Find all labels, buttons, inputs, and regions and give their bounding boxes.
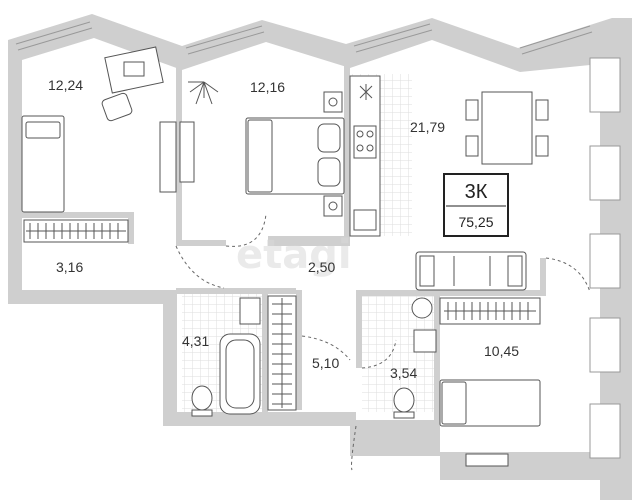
badge-total-area: 75,25 [458, 214, 493, 230]
area-label-kitchen-living: 21,79 [410, 119, 445, 135]
area-label-hallway: 2,50 [308, 259, 335, 275]
windows-right [589, 57, 621, 459]
area-label-wardrobe: 3,16 [56, 259, 83, 275]
area-label-bathroom: 4,31 [182, 333, 209, 349]
bathroom-fixtures [191, 295, 297, 417]
kitchen-counter [349, 75, 381, 237]
wardrobe-hangers-right [444, 302, 536, 320]
furniture-bedroom-middle [245, 91, 345, 217]
door-swings [175, 213, 591, 471]
area-label-toilet: 3,54 [390, 365, 417, 381]
dining-table [465, 91, 549, 165]
area-label-bedroom-right: 10,45 [484, 343, 519, 359]
furniture-bedroom-right [439, 297, 541, 467]
area-label-bedroom-middle: 12,16 [250, 79, 285, 95]
wardrobe-hangers-top [26, 223, 126, 239]
toilet-fixtures [393, 297, 437, 419]
apartment-badge: 3К 75,25 [443, 173, 509, 237]
plant-icon [188, 81, 219, 105]
windows-top [15, 21, 593, 55]
watermark: etagi [236, 232, 352, 278]
wardrobe-hangers-corridor [272, 298, 292, 408]
sofa [415, 251, 527, 291]
area-label-corridor: 5,10 [312, 355, 339, 371]
badge-room-count: 3К [465, 181, 488, 203]
interior-walls [22, 60, 546, 422]
area-label-room-top-left: 12,24 [48, 77, 83, 93]
